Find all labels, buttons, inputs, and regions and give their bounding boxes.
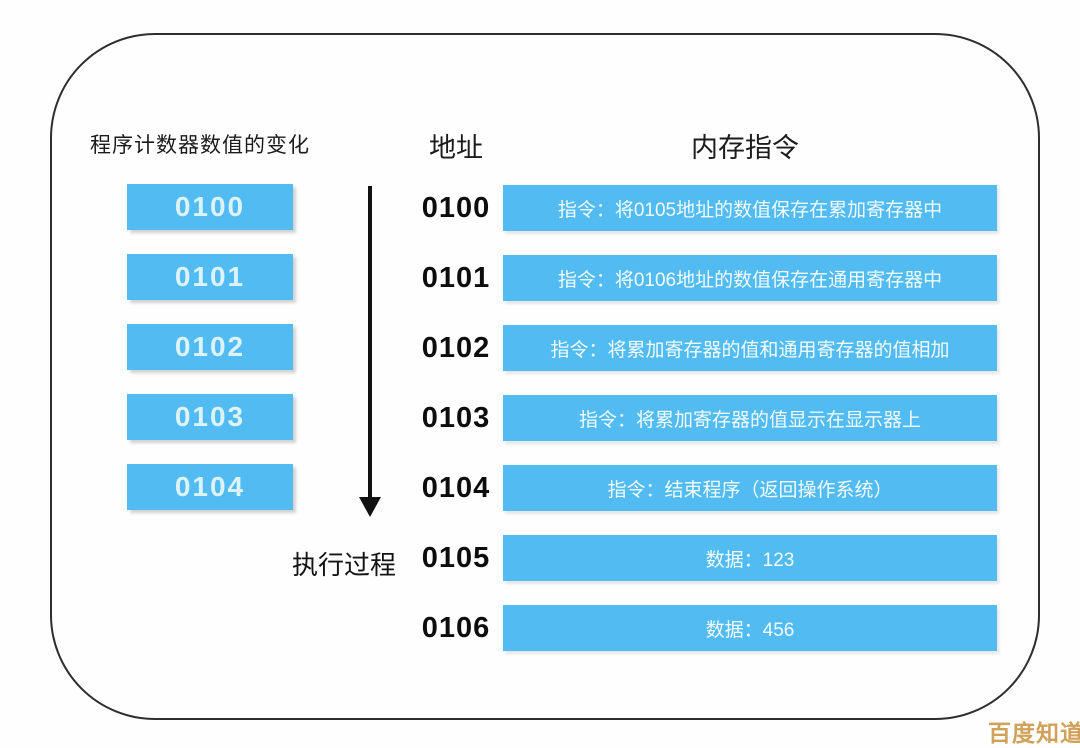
execution-arrow-line	[368, 186, 372, 498]
memory-instruction-bar: 指令：将累加寄存器的值显示在显示器上	[503, 395, 997, 441]
address-label: 0100	[421, 192, 491, 224]
execution-process-label: 执行过程	[291, 550, 396, 580]
memory-data-bar: 数据：123	[503, 535, 997, 581]
memory-data-bar: 数据：456	[503, 605, 997, 651]
pc-value-box: 0100	[127, 184, 293, 230]
address-label: 0102	[421, 332, 491, 364]
pc-value-box: 0101	[127, 254, 293, 300]
pc-column-header: 程序计数器数值的变化	[90, 134, 310, 157]
baidu-zhidao-watermark: 百度知道	[988, 720, 1080, 746]
memory-instruction-bar: 指令：将累加寄存器的值和通用寄存器的值相加	[503, 325, 997, 371]
address-label: 0103	[421, 402, 491, 434]
arrow-down-icon	[359, 497, 381, 517]
rounded-frame-border	[50, 33, 1040, 720]
memory-instruction-bar: 指令：将0105地址的数值保存在累加寄存器中	[503, 185, 997, 231]
address-label: 0106	[421, 612, 491, 644]
address-label: 0101	[421, 262, 491, 294]
pc-value-box: 0104	[127, 464, 293, 510]
pc-value-box: 0103	[127, 394, 293, 440]
memory-column-header: 内存指令	[691, 133, 799, 163]
address-label: 0105	[421, 542, 491, 574]
pc-value-box: 0102	[127, 324, 293, 370]
memory-instruction-bar: 指令：结束程序（返回操作系统）	[503, 465, 997, 511]
address-label: 0104	[421, 472, 491, 504]
address-column-header: 地址	[429, 133, 483, 163]
memory-instruction-bar: 指令：将0106地址的数值保存在通用寄存器中	[503, 255, 997, 301]
